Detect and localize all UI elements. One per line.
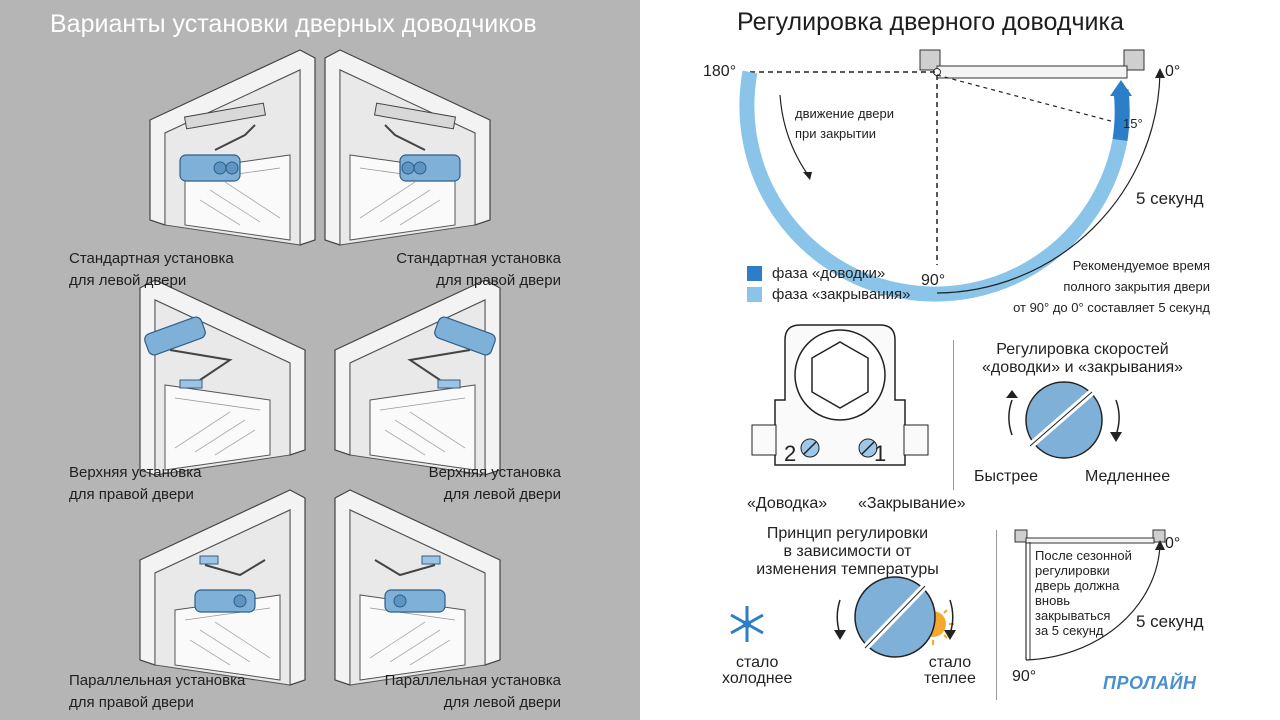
latch-wall-block (1123, 49, 1145, 71)
closing-phase-arc (739, 70, 1128, 302)
legend-closing-swatch (747, 287, 762, 302)
closing-arc-diagram (739, 49, 1165, 302)
hinge-wall-block (919, 49, 941, 71)
warmer-label: стало теплее (924, 654, 976, 687)
installation-illustrations (139, 49, 501, 686)
seasonal-angle-0-label: 0° (1165, 535, 1181, 552)
legend-closing: фаза «закрывания» (747, 286, 910, 303)
legend-latching-swatch (747, 266, 762, 281)
parallel-left-door-illustration (334, 489, 501, 686)
seasonal-angle-90-label: 90° (1012, 668, 1037, 685)
faster-label: Быстрее (974, 468, 1039, 485)
installation-title: Варианты установки дверных доводчиков (50, 10, 537, 38)
seasonal-time-label: 5 секунд (1136, 612, 1204, 631)
screw-1-label: 1 (874, 441, 887, 466)
faster-arrow-icon (1008, 399, 1013, 436)
time-label: 5 секунд (1136, 189, 1204, 208)
slower-label: Медленнее (1085, 468, 1171, 485)
colder-arrow-icon (836, 599, 841, 635)
standard-left-door-illustration (149, 49, 316, 246)
door-leaf (936, 65, 1128, 79)
closing-label: «Закрывание» (858, 495, 966, 512)
angle-0-label: 0° (1165, 63, 1181, 80)
closer-body-diagram (751, 324, 929, 466)
speed-knob-diagram (1006, 381, 1122, 459)
speed-title: Регулировка скоростей «доводки» и «закры… (981, 341, 1184, 376)
slower-arrow-icon (1115, 399, 1120, 436)
brand-logo: ПРОЛАЙН (1103, 673, 1197, 693)
angle-180-label: 180° (703, 63, 737, 80)
seasonal-diagram (1014, 529, 1166, 661)
phase-legend: фаза «доводки» фаза «закрывания» (747, 265, 910, 303)
latching-phase-arc (1112, 89, 1130, 142)
colder-label: стало холоднее (722, 654, 793, 687)
angle-15-label: 15° (1123, 116, 1143, 131)
warmer-arrow-icon (949, 599, 954, 635)
standard-right-door-illustration (324, 49, 491, 246)
hex-nut-icon (811, 341, 869, 409)
temperature-title: Принцип регулировки в зависимости от изм… (756, 525, 939, 578)
adjustment-panel: Регулировка дверного доводчика 180° 0° 1… (640, 0, 1280, 720)
seasonal-note: После сезонной регулировки дверь должна … (1035, 548, 1132, 638)
section-divider-2 (996, 530, 997, 700)
top-right-door-illustration (139, 279, 306, 476)
angle-90-label: 90° (921, 272, 946, 289)
parallel-right-door-illustration (139, 489, 306, 686)
legend-latching: фаза «доводки» (747, 265, 910, 282)
top-left-door-illustration (334, 279, 501, 476)
recommended-time-note: Рекомендуемое время полного закрытия две… (1013, 258, 1210, 315)
movement-label: движение двери при закрытии (795, 106, 895, 141)
adjustment-title: Регулировка дверного доводчика (737, 8, 1124, 36)
section-divider (953, 340, 954, 490)
latching-label: «Доводка» (747, 495, 828, 512)
installation-variants-panel: Варианты установки дверных доводчиков (0, 0, 640, 720)
temperature-knob (834, 576, 956, 658)
screw-2-label: 2 (784, 441, 797, 466)
